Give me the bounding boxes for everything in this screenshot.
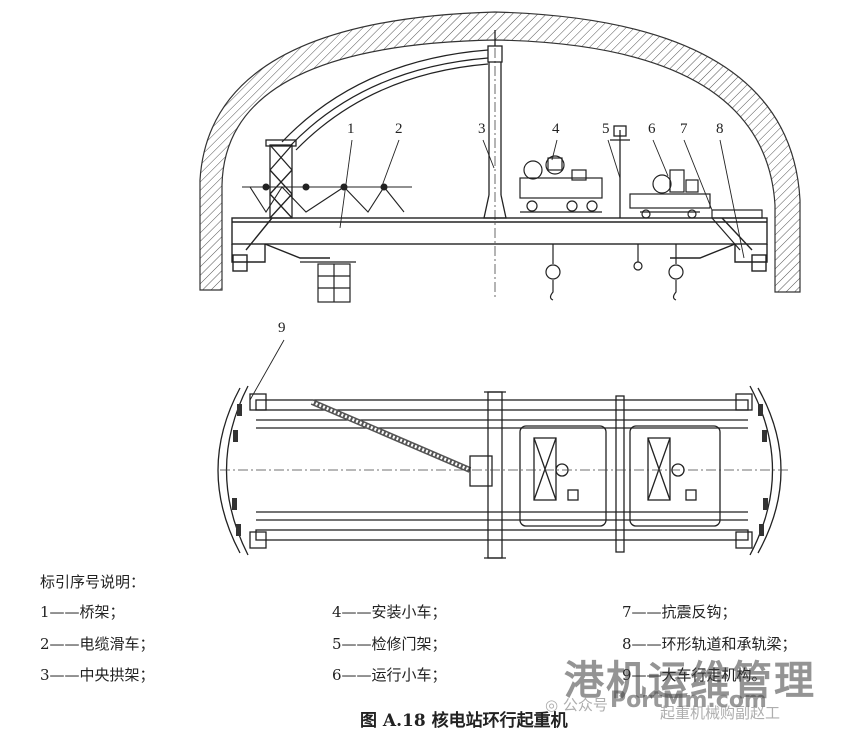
legend-item-4: 4——安装小车； xyxy=(332,603,447,621)
maintenance-gantry xyxy=(610,125,630,218)
cable-festoon xyxy=(242,183,412,214)
figure-caption: 图 A.18 核电站环行起重机 xyxy=(360,711,568,731)
travel-wheels xyxy=(232,404,768,536)
callout-6: 6 xyxy=(648,121,656,137)
callout-8: 8 xyxy=(716,121,724,137)
running-trolley xyxy=(629,169,711,219)
leader-lines xyxy=(249,139,745,401)
plan-view xyxy=(217,385,782,559)
installation-trolley xyxy=(519,155,603,213)
legend-title: 标引序号说明： xyxy=(40,573,146,591)
callout-4: 4 xyxy=(552,121,560,137)
wechat-icon: ◎ xyxy=(545,696,563,714)
watermark-brand: 港机运维管理 xyxy=(564,658,816,704)
callout-9: 9 xyxy=(278,320,286,336)
callout-3: 3 xyxy=(478,121,486,137)
anti-seismic-hook xyxy=(711,209,763,251)
legend-item-7: 7——抗震反钩； xyxy=(622,603,737,621)
legend-item-9: 9——大车行走机构。 xyxy=(622,666,767,684)
legend-item-8: 8——环形轨道和承轨梁； xyxy=(622,635,797,653)
callout-2: 2 xyxy=(395,121,403,137)
legend-item-5: 5——检修门架； xyxy=(332,635,447,653)
central-arch xyxy=(483,30,507,219)
callout-1: 1 xyxy=(347,121,355,137)
legend-item-1: 1——桥架； xyxy=(40,603,125,621)
legend-item-3: 3——中央拱架； xyxy=(40,666,155,684)
legend-item-2: 2——电缆滑车； xyxy=(40,635,155,653)
watermark-url: PortMm.com xyxy=(610,688,767,713)
callout-7: 7 xyxy=(680,121,688,137)
hooks xyxy=(545,244,684,301)
watermark-account: ◎ 公众号 xyxy=(545,696,608,714)
cable-tower xyxy=(265,139,297,219)
cable-arc xyxy=(281,49,489,151)
callout-5: 5 xyxy=(602,121,610,137)
containment-dome xyxy=(199,11,801,293)
watermark-author: 起重机械购副赵工 xyxy=(660,704,781,722)
operator-cab xyxy=(300,261,356,303)
legend-item-6: 6——运行小车； xyxy=(332,666,447,684)
bridge-girder xyxy=(231,217,768,272)
